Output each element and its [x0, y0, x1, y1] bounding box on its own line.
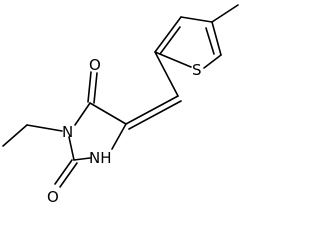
bond-thiophene-c2-c3 — [154, 16, 182, 53]
bond-ethyl-terminal — [2, 124, 28, 147]
bond-ethyl-to-nitrogen — [26, 124, 63, 132]
chemical-structure-diagram: S N NH O O — [2, 4, 239, 206]
bond-thiophene-c3-c4 — [180, 16, 213, 23]
bond-nh-to-c2 — [73, 157, 91, 161]
bond-exocyclic-double-b — [128, 100, 182, 130]
bond-thiophene-c4-c5-inner — [205, 27, 215, 55]
bond-c2-to-n — [68, 136, 75, 161]
atom-labels: S N NH O O — [47, 56, 202, 206]
bond-thiophene-c4-c5 — [211, 21, 222, 56]
carbonyl-oxygen-top-label: O — [89, 56, 101, 74]
bond-methyl — [211, 4, 239, 23]
bond-lines — [2, 4, 239, 188]
carbonyl-oxygen-bottom-label: O — [47, 188, 59, 206]
nitrogen-atom-label: N — [62, 123, 73, 141]
bond-c4-to-c5 — [89, 102, 127, 125]
bond-c2-carbonyl-b — [59, 162, 78, 188]
bond-thiophene-c2-c3-inner — [159, 26, 181, 55]
bond-c4-carbonyl-b — [93, 72, 98, 104]
bond-c2-carbonyl-a — [54, 159, 73, 185]
bond-n-to-c4 — [74, 102, 91, 126]
bond-exocyclic-double-a — [125, 95, 179, 125]
bond-c4-carbonyl-a — [87, 71, 92, 103]
nh-atom-label: NH — [89, 149, 112, 167]
bond-methylene-to-thiophene — [154, 51, 179, 97]
bond-c5-to-nh — [111, 123, 127, 150]
bond-thiophene-c5-s — [203, 54, 222, 69]
bond-thiophene-s-c2 — [154, 51, 192, 68]
sulfur-atom-label: S — [192, 61, 202, 79]
